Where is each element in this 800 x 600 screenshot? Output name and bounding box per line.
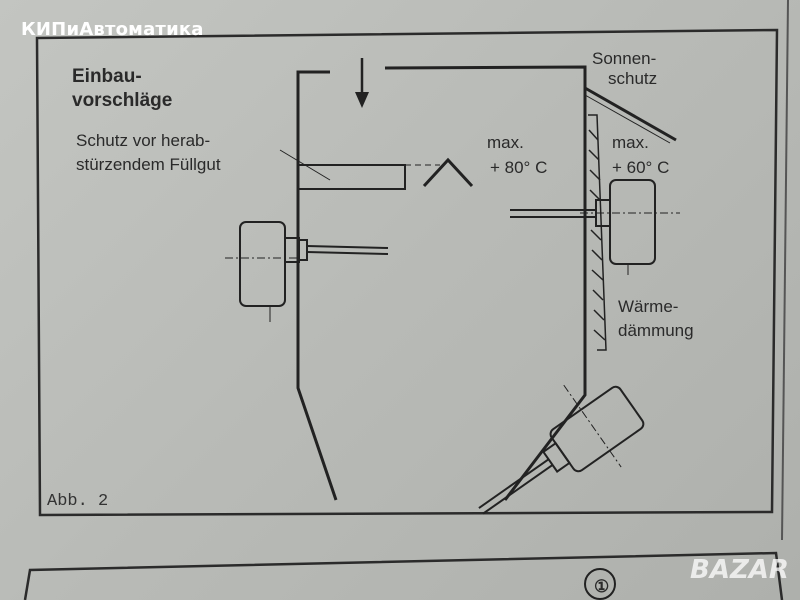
- sunshade: [584, 86, 677, 142]
- sunshade-label-line1: Sonnen-: [592, 49, 656, 68]
- max-outside-label: max.: [612, 133, 649, 152]
- section-number: ①: [594, 577, 609, 596]
- insulation-layer: [588, 114, 607, 351]
- max-inside-label: max.: [487, 133, 524, 152]
- sunshade-label-line2: schutz: [608, 69, 657, 88]
- max-inside-value: + 80° C: [490, 158, 547, 177]
- max-outside-value: + 60° C: [612, 158, 669, 177]
- next-section-frame: [23, 551, 784, 600]
- watermark-logo: КИПиАвтоматика: [21, 19, 204, 40]
- thermostat-bottom: [478, 384, 645, 515]
- insulation-label-line2: dämmung: [618, 321, 694, 340]
- protection-label-line2: stürzendem Füllgut: [76, 155, 221, 174]
- figure-title-line1: Einbau-: [72, 66, 142, 87]
- thermostat-left: [225, 221, 389, 322]
- bazar-watermark: BAZAR: [690, 555, 789, 585]
- figure-title-line2: vorschläge: [72, 90, 172, 111]
- protection-shelf: [279, 149, 474, 190]
- thermostat-right: [510, 179, 680, 275]
- figure-caption: Abb. 2: [47, 492, 108, 511]
- page-edge: [781, 0, 789, 541]
- figure-frame: [35, 28, 779, 517]
- hopper: [296, 65, 587, 501]
- fill-arrow-icon: [355, 58, 369, 108]
- section-number-circle: [584, 568, 616, 600]
- insulation-label-line1: Wärme-: [618, 297, 678, 316]
- protection-label-line1: Schutz vor herab-: [76, 131, 210, 150]
